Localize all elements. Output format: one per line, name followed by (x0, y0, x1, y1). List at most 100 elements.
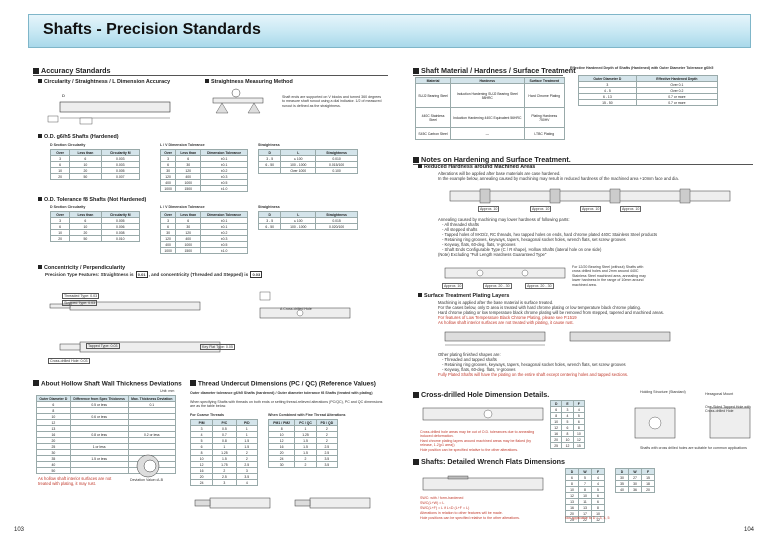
page-title: Shafts - Precision Standards (43, 21, 261, 38)
wrench-note-3: Alterations in relation to other feature… (420, 511, 503, 515)
straightness-label: Straightness (258, 143, 280, 147)
circularity-heading: Circularity / Straightness / L Dimension… (38, 79, 170, 85)
f8-heading: O.D. Tolerance f8 Shafts (Not Hardened) (38, 197, 146, 203)
cross-hole-annealing-drawing (444, 267, 566, 279)
material-heading: Shaft Material / Hardness / Surface Trea… (413, 66, 576, 75)
annealing-drawing (449, 188, 731, 204)
holding-structure-caption: Holding Structure (Standard) (640, 390, 686, 394)
threaded-label: Threaded Type: 0.03 (62, 293, 100, 300)
wrench-note-1: SWC(L+W) = L (420, 501, 445, 505)
v-block-drawing (212, 88, 264, 114)
hollow-heading: About Hollow Shaft Wall Thickness Deviat… (33, 380, 182, 388)
undercut-heading: Thread Undercut Dimensions (PC / QC) (Re… (190, 380, 376, 388)
cross-drilled-drawing (422, 407, 544, 421)
undercut-drawing (194, 497, 371, 509)
wrench-drawing (422, 475, 544, 491)
hardened-depth-heading: Effective Hardened Depth of Shafts (Hard… (570, 66, 714, 70)
plating-list-1: - Retaining ring grooves, keyways, taper… (442, 362, 626, 367)
notes-p1: Alterations will be applied after base m… (438, 171, 561, 176)
plating-heading: Surface Treatment Plating Layers (418, 293, 509, 299)
wrench-heading: Shafts: Detailed Wrench Flats Dimensions (413, 457, 565, 466)
tapped-label: Tapped Type: 0.03 (86, 343, 120, 350)
holding-drawing (634, 407, 751, 439)
notes-list-6: (Note) Excluding "Full Length Hardness G… (438, 252, 547, 257)
cross-note-1: Hard chrome plating layers around machin… (420, 439, 532, 448)
plating-drawing (444, 331, 671, 346)
concentricity-text: Precision Type Features: Straightness is… (45, 271, 263, 279)
cross-usage-caption: Shafts with cross drilled holes are suit… (640, 446, 747, 450)
hollow-section-drawing (136, 454, 160, 478)
notes-right-note: For 12/20 Bearing Steel (without) Shafts… (572, 265, 646, 287)
plating-n1: For features of Low Temperature Black Ch… (438, 315, 577, 320)
wrench-bottom-note: Not applicable to D = 3, 4, 5 (565, 516, 610, 520)
plating-p2: For the cases below, only D area is trea… (438, 305, 641, 310)
divider (33, 75, 388, 76)
wrench-note-2: SWC(L+F) = L if L<D (L+F = L) (420, 506, 470, 510)
plating-list-2: - Keyway, flats, 60-deg. flats, V-groove… (442, 367, 516, 372)
notes-list-intro: Annealing caused by machining may lower … (438, 217, 570, 222)
cross-drilled-heading: Cross-drilled Hole Dimension Details. (413, 390, 549, 399)
notes-list-5: - Shaft Ends Configurable Type (C / R sh… (442, 247, 602, 252)
l-dim-label-f8: L / V Dimension Tolerance (160, 205, 205, 209)
plating-n2: As hollow shaft interior surfaces are no… (438, 320, 574, 325)
plating-p1: Machining is applied after the base mate… (438, 300, 554, 305)
divider (413, 75, 563, 76)
concentricity-drawing (49, 291, 351, 353)
bottom-label-3: Approx. 20 - 30 (525, 283, 554, 290)
cross-note-2: Hole position can be specified relative … (420, 448, 519, 452)
one-sided-caption: One-Sided Tapped Hole with Cross-drilled… (705, 405, 751, 414)
approx-label-2: Approx. 10 (530, 206, 552, 213)
key-flat-label: Key Flat Type: 0.05 (200, 344, 235, 351)
stepped-label: Stepped Type: 0.03 (62, 300, 98, 307)
notes-heading: Notes on Hardening and Surface Treatment… (413, 155, 571, 164)
wrench-note-4: Hole positions can be specified relative… (420, 516, 520, 520)
straightness-label-f8: Straightness (258, 205, 280, 209)
d-circularity-label-f8: D Section Circularity (50, 205, 86, 209)
notes-list-2: - Tapped holes of M<D/2, RC threads, hex… (442, 232, 658, 237)
page-number-left: 103 (14, 527, 25, 533)
bottom-label-2: Approx. 20 - 30 (483, 283, 512, 290)
plating-p3: Hard chrome plating or low temperature b… (438, 310, 665, 315)
cross-drilled-note: A Cross-drilled Hole (280, 307, 312, 311)
page-title-banner: Shafts - Precision Standards (28, 14, 751, 48)
svg-text:D: D (62, 93, 65, 98)
straightness-method-text: Shaft ends are supported on V blocks and… (282, 95, 382, 108)
approx-label-1: Approx. 10 (478, 206, 500, 213)
accuracy-heading: Accuracy Standards (33, 66, 111, 75)
coarse-heading: For Coarse Threads (190, 413, 224, 417)
notes-list-4: - Keyway, flats, 60-deg. flats, V-groove… (442, 242, 516, 247)
page-number-right: 104 (744, 527, 755, 533)
cross-note-0: Cross-drilled hole areas may be out of O… (420, 430, 535, 439)
hollow-unit: Unit: mm (160, 389, 175, 393)
cross-drilled-label: Cross-drilled Hole: 0.03 (48, 358, 90, 365)
undercut-intro: Outer diameter tolerance g6/h5 Shafts (h… (190, 391, 373, 395)
approx-label-3: Approx. 10 (580, 206, 602, 213)
plating-list-intro: Other plating finished shapes are: (438, 352, 501, 357)
reduced-hardness-heading: Reduced Hardness around Machined Areas (418, 164, 535, 170)
d-circularity-label: D Section Circularity (50, 143, 86, 147)
g6h5-heading: O.D. g6/h5 Shafts (Hardened) (38, 134, 119, 140)
notes-list-3: - Retaining ring grooves, keyways, taper… (442, 237, 626, 242)
notes-list-0: - All threaded shafts (442, 222, 480, 227)
straightness-method-heading: Straightness Measuring Method (205, 79, 293, 85)
undercut-text: When specifying Shafts with threads on b… (190, 400, 383, 409)
bottom-label-1: Approx. 10 (442, 283, 464, 290)
hollow-note: As hollow shaft interior surfaces are no… (38, 476, 112, 487)
plating-list-0: - Threaded and tapped shafts (442, 357, 497, 362)
fine-heading: When Combined with Fine Thread Alteratio… (268, 413, 346, 417)
l-dim-label: L / V Dimension Tolerance (160, 143, 205, 147)
